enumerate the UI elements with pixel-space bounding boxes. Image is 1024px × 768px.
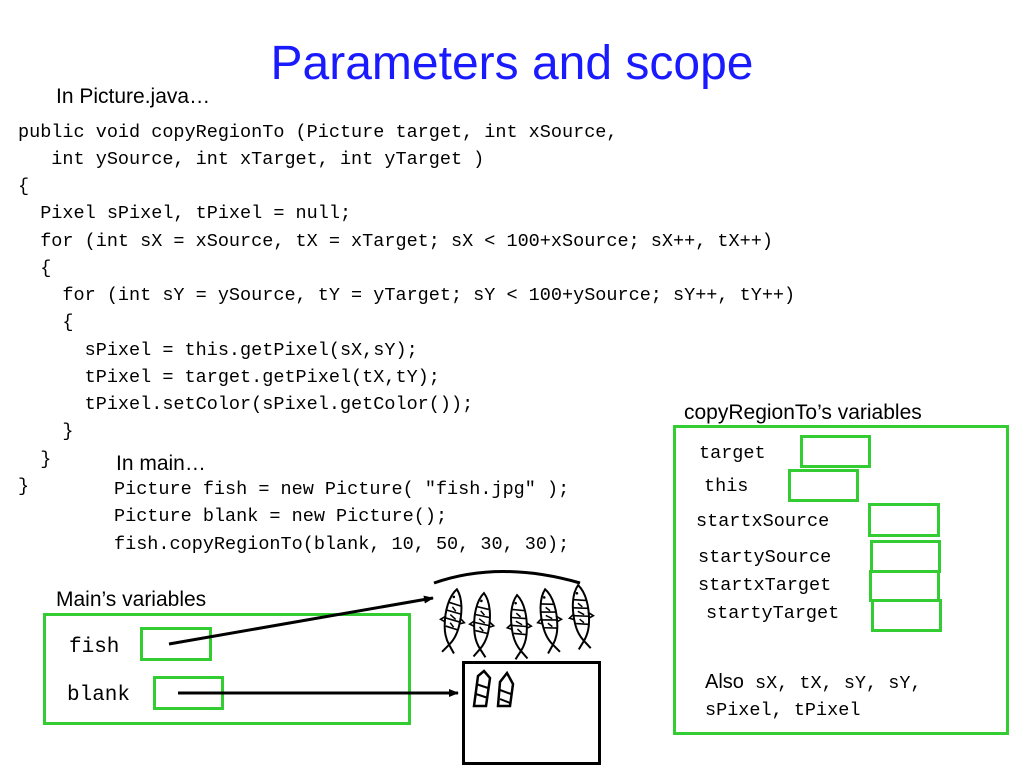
method-code-line: } — [18, 449, 52, 470]
method-code-line: tPixel = target.getPixel(tX,tY); — [18, 367, 440, 388]
method-code-line: for (int sX = xSource, tX = xTarget; sX … — [18, 231, 773, 252]
main-code-line: Picture blank = new Picture(); — [114, 506, 448, 527]
main-code-line: Picture fish = new Picture( "fish.jpg" )… — [114, 479, 570, 500]
method-code-line: } — [18, 476, 30, 497]
copy-vars-label: copyRegionTo’s variables — [684, 401, 922, 424]
also-vars-1: sX, tX, sY, sY, — [743, 673, 922, 694]
fish-icon — [466, 591, 497, 659]
method-code-line: } — [18, 421, 74, 442]
var-target: target — [699, 443, 766, 464]
also-line-1: Also sX, tX, sY, sY, — [705, 671, 922, 694]
main-label: In main… — [116, 452, 206, 475]
fish-icon — [504, 593, 535, 661]
main-code-line: fish.copyRegionTo(blank, 10, 50, 30, 30)… — [114, 534, 570, 555]
method-code-line: Pixel sPixel, tPixel = null; — [18, 203, 352, 224]
method-code-line: tPixel.setColor(sPixel.getColor()); — [18, 394, 474, 415]
blank-picture-box — [462, 661, 601, 765]
fish-reference-arrow — [168, 595, 434, 646]
also-prefix: Also — [705, 671, 744, 693]
copy-vars-box — [673, 425, 1009, 735]
fish-icon — [532, 586, 567, 656]
copied-fish-fragment — [471, 669, 515, 708]
fish-var-slot — [140, 627, 212, 661]
main-vars-box: fish blank — [43, 613, 411, 725]
this-var-slot — [788, 469, 859, 502]
method-code-line: int ySource, int xTarget, int yTarget ) — [18, 149, 485, 170]
var-startySource: startySource — [698, 547, 832, 568]
startxSource-var-slot — [868, 503, 940, 537]
slide-title: Parameters and scope — [270, 37, 754, 90]
method-code-line: for (int sY = ySource, tY = yTarget; sY … — [18, 285, 796, 306]
method-code-line: { — [18, 312, 74, 333]
picture-java-label: In Picture.java… — [56, 85, 211, 108]
target-var-slot — [800, 435, 871, 468]
fish-icon — [565, 582, 598, 652]
var-this: this — [704, 476, 749, 497]
blank-var-name: blank — [67, 684, 131, 707]
method-code-line: sPixel = this.getPixel(sX,sY); — [18, 340, 418, 361]
var-startyTarget: startyTarget — [706, 603, 840, 624]
var-startxSource: startxSource — [696, 511, 830, 532]
startyTarget-var-slot — [871, 599, 942, 632]
fish-icon — [435, 586, 470, 656]
var-startxTarget: startxTarget — [698, 575, 832, 596]
method-code-line: public void copyRegionTo (Picture target… — [18, 122, 618, 143]
also-line-2: sPixel, tPixel — [705, 700, 861, 721]
fish-var-name: fish — [69, 636, 120, 659]
fish-string — [433, 570, 581, 585]
method-code-line: { — [18, 258, 52, 279]
method-code-line: { — [18, 176, 30, 197]
main-vars-label: Main’s variables — [56, 588, 207, 611]
